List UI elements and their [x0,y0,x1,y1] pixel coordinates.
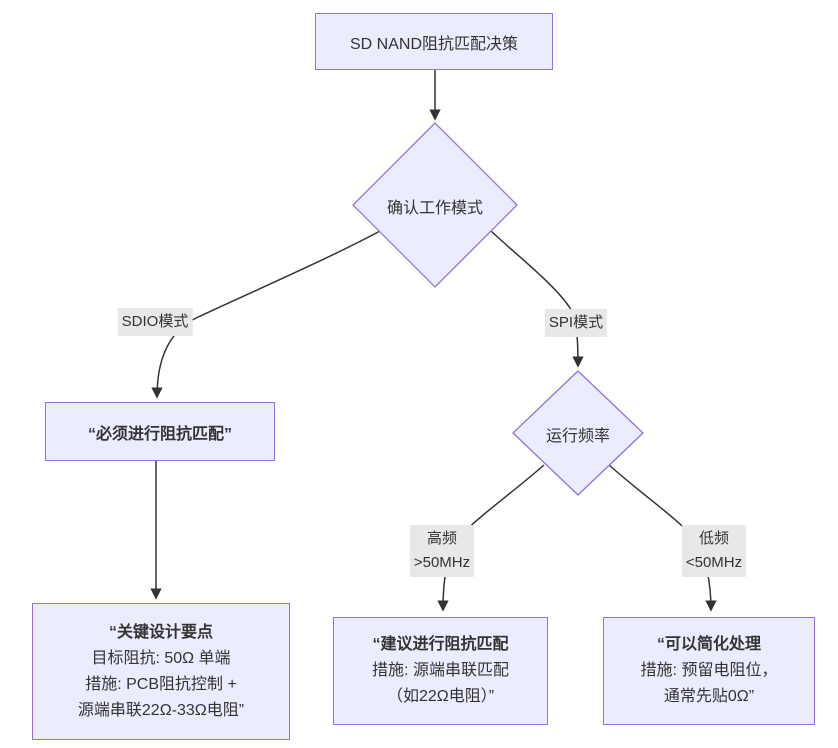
edge-label-low-frequency-line-1: 低频 [698,530,729,547]
node-sdio-detail-line-1: “关键设计要点 [108,623,213,641]
node-lf-result-line-2: 措施: 预留电阻位， [640,662,778,679]
edge-mode-to-freq-decision [490,230,584,368]
node-sdio-detail-line-2: 目标阻抗: 50Ω 单端 [91,649,231,667]
node-hf-result-lines: “建议进行阻抗匹配 措施: 源端串联匹配 （如22Ω电阻）” [372,632,509,710]
edge-label-spi-mode: SPI模式 [544,309,608,337]
edge-label-sdio-mode: SDIO模式 [117,308,193,336]
edge-label-high-frequency-line-1: 高频 [426,530,457,547]
node-sdio-detail-line-4: 源端串联22Ω-33Ω电阻” [77,701,245,719]
node-start: SD NAND阻抗匹配决策 [315,13,553,70]
edge-mode-to-sdio-result [151,230,381,399]
node-hf-result-line-3: （如22Ω电阻）” [386,688,495,705]
node-start-label: SD NAND阻抗匹配决策 [349,35,518,53]
edge-label-high-frequency-line-2: >50MHz [413,554,471,571]
decision-diamond-run-frequency [512,370,644,496]
node-sdio-detail-lines: “关键设计要点 目标阻抗: 50Ω 单端 措施: PCB阻抗控制 + 源端串联2… [78,620,244,724]
node-sdio-detail: “关键设计要点 目标阻抗: 50Ω 单端 措施: PCB阻抗控制 + 源端串联2… [32,603,290,740]
decision-run-frequency-label: 运行频率 [545,428,611,445]
node-lf-result-line-1: “可以简化处理 [656,636,761,653]
node-sdio-result-label: “必须进行阻抗匹配” [87,425,232,443]
node-lf-result: “可以简化处理 措施: 预留电阻位， 通常先贴0Ω” [603,617,815,725]
decision-diamond-work-mode [352,122,518,288]
edge-label-high-frequency: 高频 >50MHz [409,525,475,577]
node-hf-result: “建议进行阻抗匹配 措施: 源端串联匹配 （如22Ω电阻）” [333,617,548,725]
node-lf-result-line-3: 通常先贴0Ω” [663,688,755,705]
node-sdio-result: “必须进行阻抗匹配” [45,402,275,461]
node-hf-result-line-2: 措施: 源端串联匹配 [372,662,509,679]
edge-label-low-frequency-line-2: <50MHz [685,554,743,571]
node-sdio-detail-line-3: 措施: PCB阻抗控制 + [85,675,237,693]
decision-work-mode-label: 确认工作模式 [386,200,484,217]
node-lf-result-lines: “可以简化处理 措施: 预留电阻位， 通常先贴0Ω” [641,632,778,710]
node-hf-result-line-1: “建议进行阻抗匹配 [372,636,509,653]
edge-label-low-frequency: 低频 <50MHz [681,525,747,577]
